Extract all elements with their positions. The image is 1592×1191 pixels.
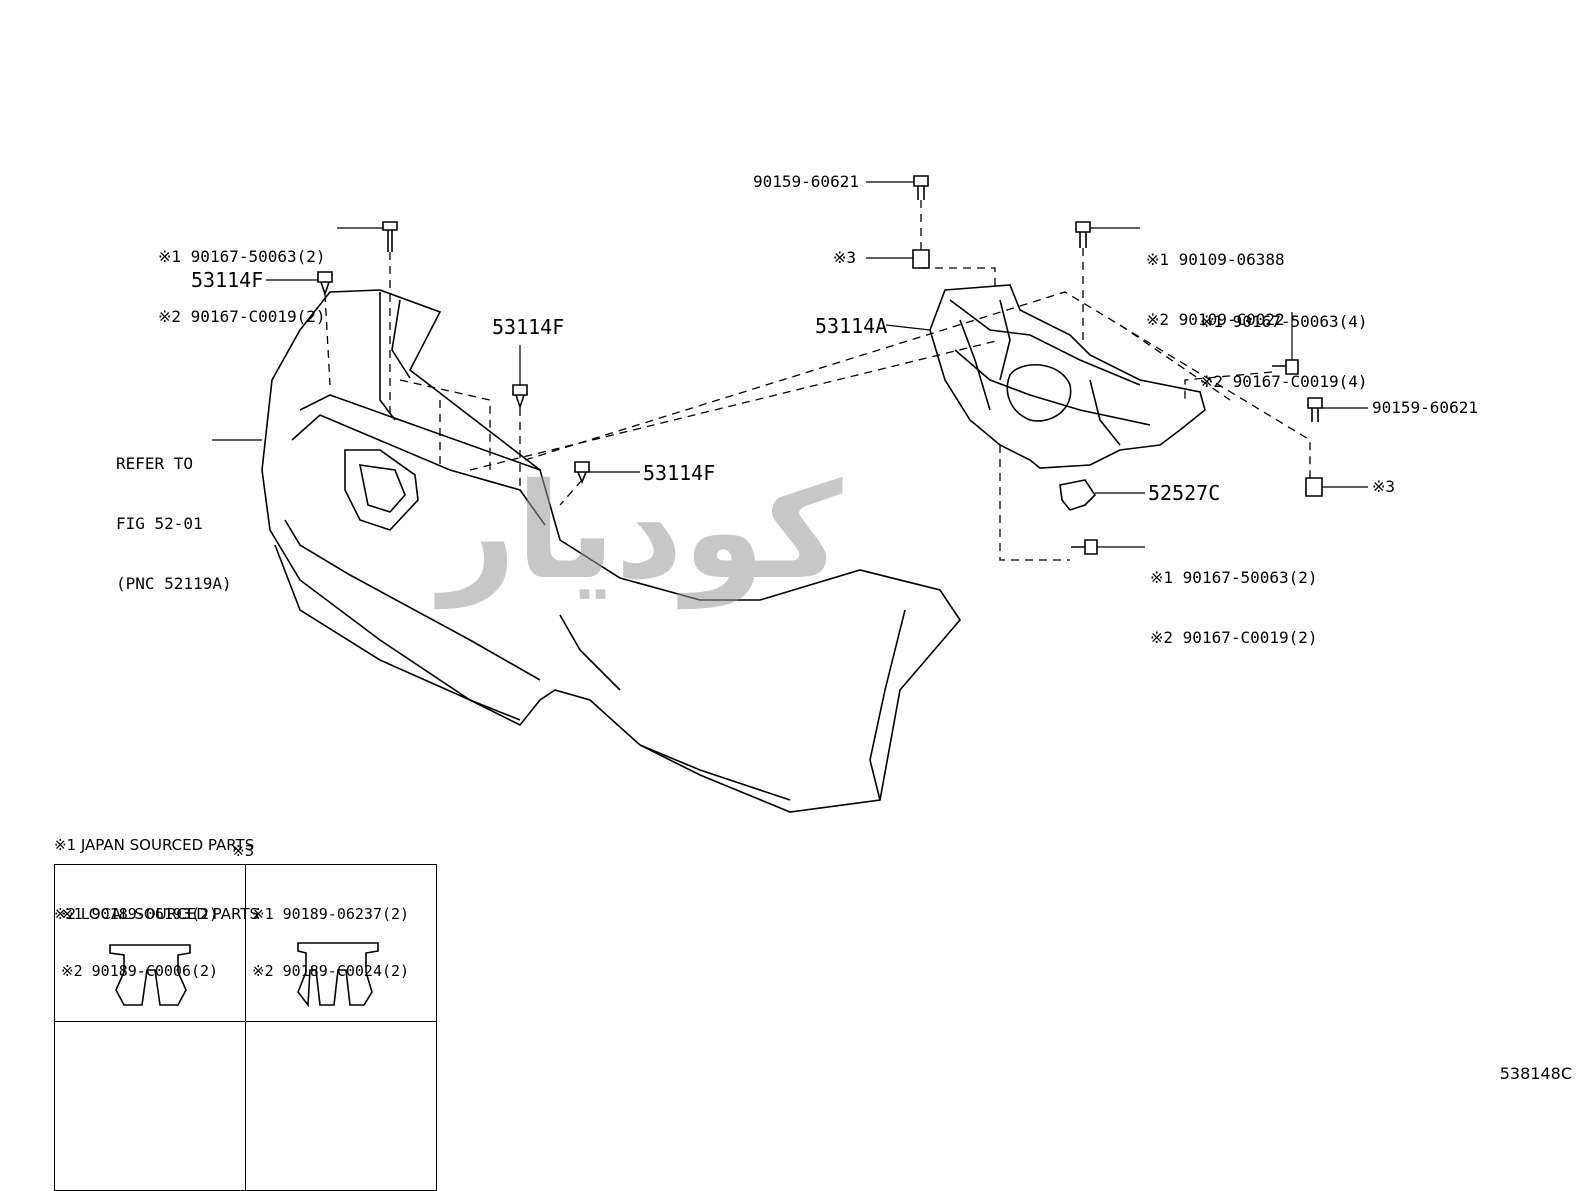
bracket-53114A <box>929 284 1206 469</box>
clip-table-left-image <box>54 1021 246 1191</box>
watermark: كوديار <box>440 455 843 609</box>
callout-line: (PNC 52119A) <box>116 574 232 593</box>
bumper-cover <box>261 289 962 813</box>
callout-refer: REFER TO FIG 52-01 (PNC 52119A) <box>116 414 232 614</box>
callout-bolt-lower-right: ※1 90167-50063(2) ※2 90167-C0019(2) <box>1150 528 1318 668</box>
callout-bolt-right-4: ※1 90167-50063(4) ※2 90167-C0019(4) <box>1200 272 1368 412</box>
assembly-lines <box>324 200 1311 561</box>
parts-diagram <box>109 175 1368 1008</box>
callout-53114F-a: 53114F <box>191 268 264 292</box>
callout-bolt-right-side: 90159-60621 <box>1372 398 1478 417</box>
callout-line: FIG 52-01 <box>116 514 203 533</box>
callout-bolt-upper-right: ※1 90109-06388 ※2 90109-C0022 <box>1146 210 1285 350</box>
clip-part-line: ※1 90189-06193(2) <box>61 905 219 923</box>
callout-line: ※2 90109-C0022 <box>1146 310 1285 329</box>
callout-53114F-c: 53114F <box>643 461 716 485</box>
callout-line: ※2 90167-C0019(4) <box>1200 372 1368 391</box>
callout-bolt-top-center: 90159-60621 <box>753 172 859 191</box>
callout-53114A: 53114A <box>815 314 888 338</box>
clip-part-line: ※1 90189-06237(2) <box>252 905 410 923</box>
callout-line: ※2 90167-C0019(2) <box>158 307 326 326</box>
callout-nut-top-center: ※3 <box>833 248 857 267</box>
clip-table-left-header: ※1 90189-06193(2) ※2 90189-C0006(2) <box>54 864 246 1022</box>
clip-table-right-header: ※1 90189-06237(2) ※2 90189-C0024(2) <box>245 864 437 1022</box>
leader-lines <box>212 181 1368 548</box>
figure-id: 538148C <box>1499 1064 1572 1083</box>
callout-line: ※1 90167-50063(2) <box>1150 568 1318 587</box>
callout-line: ※2 90167-C0019(2) <box>1150 628 1318 647</box>
callout-nut-right-side: ※3 <box>1372 477 1396 496</box>
callout-line: ※1 90167-50063(2) <box>158 247 326 266</box>
part-52527C <box>1059 479 1097 511</box>
callout-line: ※1 90109-06388 <box>1146 250 1285 269</box>
callout-52527C: 52527C <box>1148 481 1221 505</box>
note-japan: ※1 JAPAN SOURCED PARTS <box>54 836 255 854</box>
callout-line: ※1 90167-50063(4) <box>1200 312 1368 331</box>
callout-line: REFER TO <box>116 454 194 473</box>
clip-part-line: ※2 90189-C0006(2) <box>61 962 219 980</box>
clip-table: ※1 90189-06193(2) ※2 90189-C0006(2) ※1 9… <box>54 864 437 1191</box>
clip-table-title: ※3 <box>232 842 255 860</box>
callout-top-left-bolt: ※1 90167-50063(2) ※2 90167-C0019(2) <box>158 207 326 347</box>
clip-part-line: ※2 90189-C0024(2) <box>252 962 410 980</box>
callout-53114F-b: 53114F <box>492 315 565 339</box>
clip-table-right-image <box>245 1021 437 1191</box>
